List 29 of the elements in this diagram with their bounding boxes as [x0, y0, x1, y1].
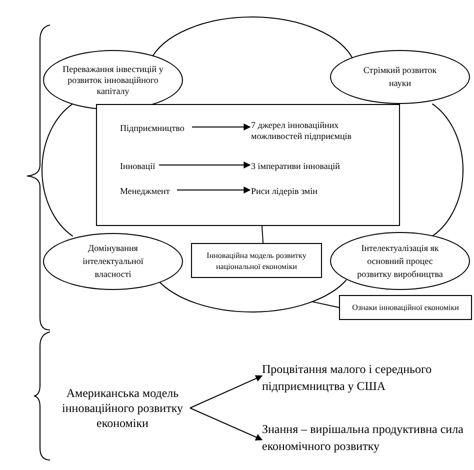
- central-box: [96, 104, 400, 226]
- callout-box: [191, 243, 322, 278]
- ellipse-node: [43, 233, 183, 290]
- node-label: Стрімкий розвиток науки: [362, 64, 438, 90]
- cloud-lobe: [42, 103, 74, 237]
- node-text: 3 імперативи інновацій: [251, 160, 371, 172]
- arrow: [190, 375, 263, 408]
- arrow: [158, 162, 251, 168]
- node-label: Інноваційна модель розвитку національної економіки: [206, 250, 308, 272]
- node-text: 7 джерел інноваційних можливостей підприємців: [251, 119, 371, 143]
- node-text: Риси лідерів змін: [251, 185, 371, 197]
- leader-line: [261, 226, 264, 244]
- node-label: Ознаки інноваційної економіки: [352, 302, 459, 312]
- node-label: Домінування інтелектуальної власності: [82, 242, 144, 281]
- node-text: Підприємництво: [120, 122, 193, 134]
- node-text: Процвітання малого і середнього підприємництва у США: [262, 360, 462, 396]
- arrow: [176, 186, 251, 194]
- node-text: Інновації: [120, 160, 160, 172]
- callout-box: [339, 295, 472, 320]
- node-text: Знання – вирішальна продуктивна сила економічного розвитку: [262, 420, 467, 456]
- cloud-lobe: [432, 103, 464, 237]
- node-label: Переважання інвестицій у розвиток інноваційного капіталу: [62, 64, 164, 96]
- arrow: [190, 408, 263, 440]
- node-text: Американська модель інноваційного розвитку економіки: [55, 378, 190, 438]
- cloud-lobe: [157, 279, 347, 312]
- arrow: [192, 124, 251, 130]
- node-label: Інтелектуалізація як основний процес розвитку виробництва: [356, 242, 444, 280]
- node-text: Менеджмент: [120, 185, 178, 197]
- leader-line: [312, 301, 340, 308]
